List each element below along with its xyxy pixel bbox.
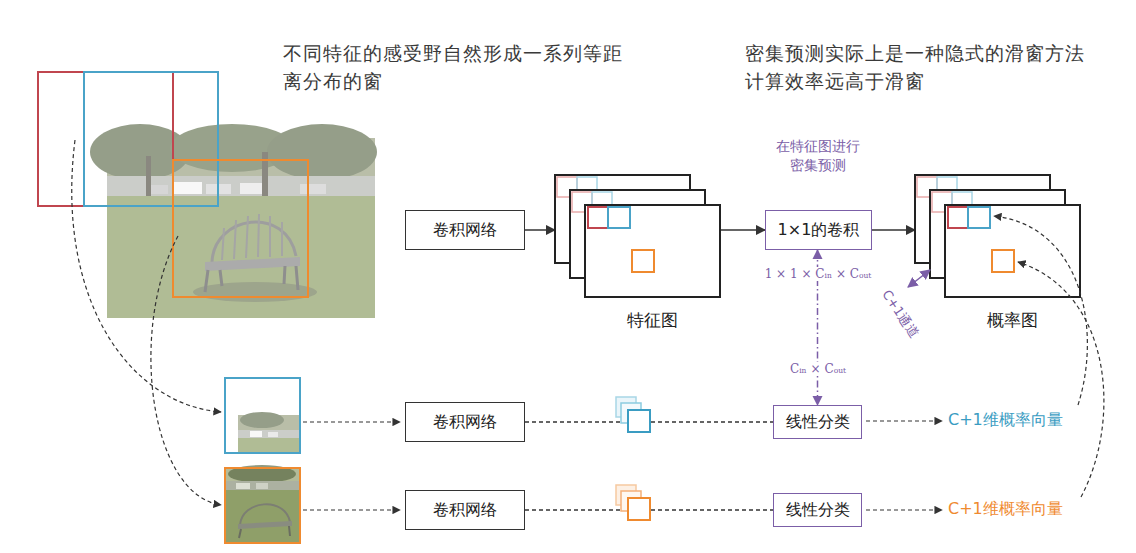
- window-box: [38, 72, 173, 206]
- bench-photo-part: [222, 214, 282, 260]
- annotation-text: 不同特征的感受野自然形成一系列等距 离分布的窗: [283, 40, 629, 95]
- annotation-text: 密集预测实际上是一种隐式的滑窗方法 计算效率远高于滑窗: [745, 40, 1091, 95]
- probability-map-stack-part: [992, 250, 1014, 272]
- bench-photo-part: [150, 185, 168, 194]
- feature-map-stack: [555, 175, 720, 297]
- annotation-text: 在特征图进行 密集预测: [772, 137, 864, 175]
- crop-box: [225, 468, 300, 543]
- crop-photo-part: [239, 526, 290, 538]
- bench-photo-part: [205, 266, 298, 292]
- annotation-text: C+1维概率向量: [948, 410, 1063, 431]
- feature-map-stack-part: [585, 205, 720, 297]
- probability-map-stack-part: [948, 207, 968, 228]
- process-box: 卷积网络: [405, 490, 525, 530]
- process-box: 线性分类: [773, 405, 862, 439]
- crop-photo-part: [240, 412, 284, 428]
- connector: [872, 229, 915, 231]
- channel-arrow: [908, 270, 930, 287]
- dashed-guides-part: [866, 509, 942, 510]
- dashed-guides-part: [303, 421, 400, 422]
- box-label: 卷积网络: [433, 412, 497, 433]
- crop-photo-part: [236, 483, 250, 489]
- crop-photo-part: [226, 490, 299, 542]
- process-box: 线性分类: [773, 493, 862, 527]
- crop-photo-part: [238, 521, 292, 529]
- crop-box: [225, 378, 300, 453]
- process-box: 1×1的卷积: [765, 210, 872, 250]
- box-label: 卷积网络: [433, 500, 497, 521]
- feature-squares-part: [628, 410, 650, 432]
- dashed-guides-part: [303, 509, 400, 510]
- process-box: 卷积网络: [405, 402, 525, 442]
- map-caption: 概率图: [945, 309, 1080, 332]
- box-label: 线性分类: [786, 500, 850, 521]
- dashed-guides-part: [72, 140, 221, 412]
- bench-photo-part: [172, 182, 202, 194]
- feature-map-stack-part: [588, 207, 608, 228]
- bench-photo-part: [146, 156, 151, 196]
- feature-squares: [616, 397, 650, 432]
- process-box: 卷积网络: [405, 210, 525, 250]
- crop-photo-part: [256, 483, 268, 489]
- crop-photo-part: [268, 432, 278, 437]
- box-label: 卷积网络: [433, 220, 497, 241]
- feature-squares-part: [628, 498, 650, 520]
- box-label: 1×1的卷积: [778, 220, 860, 241]
- feature-squares: [616, 485, 650, 520]
- bench-photo-part: [212, 222, 296, 262]
- probability-map-stack-part: [945, 205, 1080, 297]
- annotation-text: C+1通道: [877, 286, 922, 341]
- bench-photo: [90, 124, 377, 318]
- bench-photo-part: [107, 196, 375, 318]
- connector: [525, 229, 555, 231]
- dashed-guides: [72, 140, 1104, 510]
- probability-map-stack: [915, 175, 1080, 297]
- probability-map-stack-part: [968, 207, 990, 228]
- crop-photo-part: [238, 438, 299, 452]
- bench-photo-part: [267, 124, 377, 180]
- annotation-text: Cᵢₙ × Cₒᵤₜ: [787, 362, 849, 376]
- crop-photo-part: [250, 431, 262, 437]
- crop-photo: [238, 412, 299, 452]
- connector: [720, 229, 765, 231]
- crop-photo-part: [238, 430, 299, 438]
- bench-photo-part: [262, 152, 268, 196]
- box-label: 线性分类: [786, 412, 850, 433]
- crop-photo: [226, 465, 299, 542]
- map-node: 概率图: [915, 175, 1080, 335]
- window-box: [84, 72, 218, 206]
- dashed-guides-part: [151, 236, 221, 505]
- bench-photo-part: [300, 184, 326, 194]
- map-node: 特征图: [555, 175, 720, 335]
- dashed-guides-part: [1018, 262, 1104, 497]
- dashed-guides-part: [866, 420, 942, 421]
- feature-map-stack-part: [608, 207, 630, 228]
- map-caption: 特征图: [585, 309, 720, 332]
- feature-map-stack-part: [632, 250, 654, 272]
- window-box: [173, 160, 308, 297]
- annotation-text: C+1维概率向量: [948, 499, 1063, 520]
- crop-photo-part: [226, 481, 299, 490]
- annotation-text: 1 × 1 × Cᵢₙ × Cₒᵤₜ: [762, 267, 875, 281]
